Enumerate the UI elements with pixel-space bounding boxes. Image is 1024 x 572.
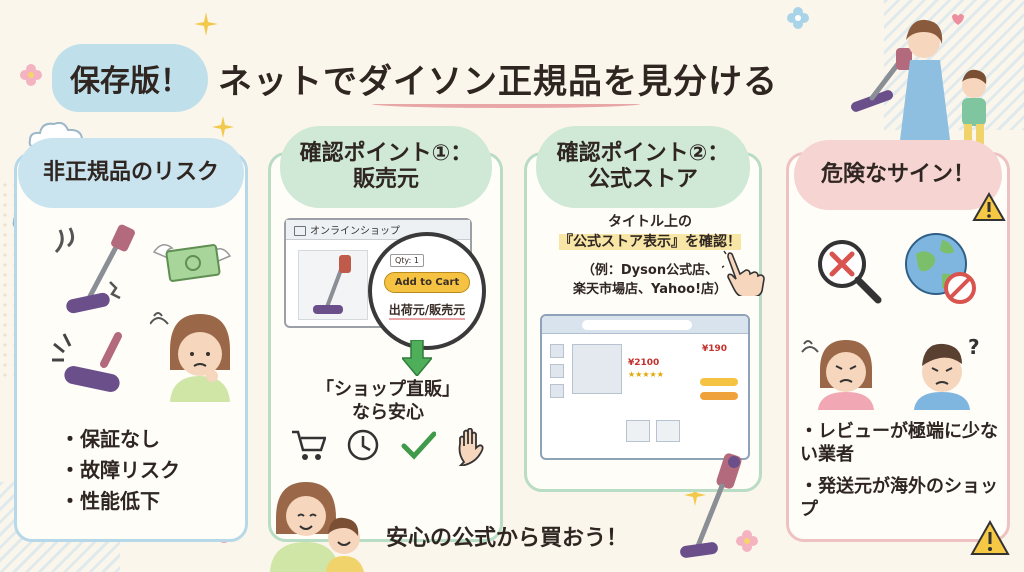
clock-icon	[347, 429, 379, 461]
camera-icon	[626, 420, 650, 442]
list-item: 保証なし	[60, 424, 180, 455]
product-main-image	[572, 344, 622, 394]
sparkle-icon	[684, 484, 706, 506]
angry-woman-icon	[801, 340, 874, 410]
example-line1: （例：Dyson公式店、	[581, 263, 719, 278]
mother-child-illustration	[270, 482, 364, 572]
example-line2: 楽天市場店、Yahoo!店）	[572, 281, 728, 297]
thumbnail	[550, 364, 564, 378]
thumbnail	[550, 344, 564, 358]
card-official-title-line1: 確認ポイント②：	[556, 140, 730, 166]
browser-toolbar	[542, 316, 748, 334]
svg-text:?: ?	[968, 335, 980, 359]
broken-head-icon	[52, 332, 122, 392]
mother-child-vacuum-illustration	[851, 14, 987, 144]
vacuum-icon	[680, 453, 742, 558]
add-to-cart-button[interactable]: Add to Cart	[383, 272, 471, 293]
card-official-title-line2: 公式ストア	[587, 167, 698, 192]
direct-sale-line1: 「ショップ直販」	[316, 379, 460, 400]
browser-address-bar	[582, 320, 692, 330]
card-danger-header: 危険なサイン！	[794, 140, 1002, 210]
cart-icon	[292, 430, 326, 460]
direct-sale-line2: なら安心	[352, 402, 424, 424]
bottom-message: 安心の公式から買おう！	[386, 526, 629, 551]
thumbnail	[550, 384, 564, 398]
sparkle-icon	[194, 12, 218, 36]
hand-icon	[458, 428, 484, 466]
image-icon	[656, 420, 680, 442]
sparkle-icon	[212, 116, 234, 138]
broken-vacuum-icon	[54, 224, 135, 314]
danger-bullet-list: レビューが極端に少ない業者 発送元が海外のショップ	[800, 420, 1000, 530]
card-seller	[268, 152, 503, 542]
product-image	[298, 250, 368, 320]
list-item: 発送元が海外のショップ	[800, 475, 1000, 522]
price-right: ¥190	[702, 344, 728, 354]
flying-money-icon	[152, 244, 232, 282]
title-badge: 保存版！	[52, 44, 208, 112]
card-danger-title: 危険なサイン！	[820, 161, 975, 187]
warning-icon	[970, 520, 1010, 555]
card-official-store-header: 確認ポイント②： 公式ストア	[536, 126, 750, 208]
magnifier-zoom: Qty: 1 Add to Cart 出荷元/販売元	[368, 232, 486, 350]
quantity-select[interactable]: Qty: 1	[390, 254, 424, 267]
seller-label: 出荷元/販売元	[388, 301, 466, 320]
flower-icon	[736, 530, 758, 552]
pointing-hand-icon	[722, 250, 765, 296]
official-store-note: タイトル上の 『公式ストア表示』を確認！	[540, 212, 760, 253]
risk-bullet-list: 保証なし 故障リスク 性能低下	[60, 424, 180, 517]
check-icon	[401, 431, 436, 460]
warning-icon	[972, 192, 1006, 221]
title-underline	[372, 100, 640, 108]
flower-icon	[787, 7, 809, 29]
price-left: ¥2100	[628, 358, 660, 368]
card-seller-title-line1: 確認ポイント①：	[299, 140, 473, 166]
buy-button[interactable]	[700, 378, 738, 386]
star-rating: ★★★★★	[628, 370, 664, 379]
official-store-example: （例：Dyson公式店、 楽天市場店、Yahoo!店）	[540, 262, 760, 300]
store-browser-mockup: ¥2100 ★★★★★ ¥190	[540, 314, 750, 460]
card-risk-title: 非正規品のリスク	[42, 159, 219, 185]
arrow-down-icon	[402, 340, 432, 376]
cart-button[interactable]	[700, 392, 738, 400]
flower-icon	[20, 64, 42, 86]
list-item: 性能低下	[60, 486, 180, 517]
list-item: レビューが極端に少ない業者	[800, 420, 1000, 467]
list-item: 故障リスク	[60, 455, 180, 486]
official-note-line1: タイトル上の	[608, 214, 692, 230]
vacuum-icon	[313, 255, 351, 314]
direct-sale-note: 「ショップ直販」 なら安心	[290, 378, 486, 425]
shop-window-title: オンラインショップ	[310, 226, 400, 237]
search-no-icon	[818, 240, 882, 304]
page-title: ネットでダイソン正規品を見分ける	[218, 61, 778, 102]
official-note-line2: 『公式ストア表示』を確認！	[559, 234, 741, 251]
angry-man-icon: ?	[914, 335, 980, 410]
globe-blocked-icon	[905, 233, 976, 304]
worried-woman-icon	[150, 312, 230, 402]
card-seller-title-line2: 販売元	[352, 167, 419, 192]
card-risk-header: 非正規品のリスク	[18, 138, 244, 208]
assurance-icons	[290, 428, 490, 466]
card-seller-header: 確認ポイント①： 販売元	[280, 126, 492, 208]
